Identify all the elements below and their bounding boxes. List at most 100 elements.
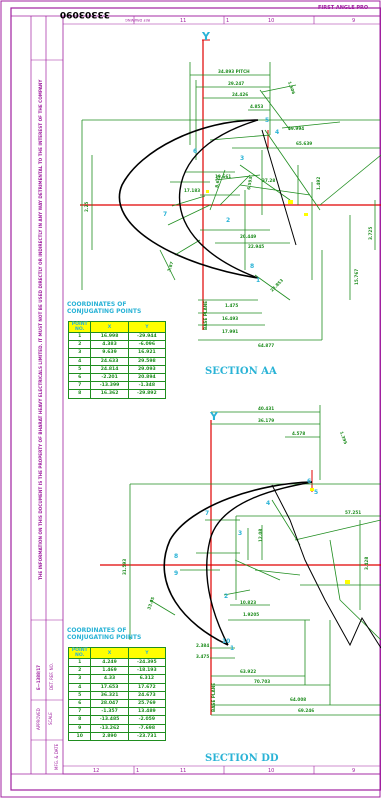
zone-label: 9	[352, 18, 355, 24]
dimension-text: 2.384	[196, 643, 209, 648]
point-label: 6	[193, 148, 197, 155]
dimension-text: 19.661	[215, 174, 231, 179]
dimension-text: 37.28	[262, 178, 275, 183]
dimension-text: 36.179	[258, 418, 274, 423]
dimension-text: 16.493	[222, 316, 238, 321]
coord-table-title-aa: COORDINATES OF CONJUGATING POINTS	[67, 301, 142, 315]
zone-label: 11	[180, 768, 186, 774]
zone-label: 12	[93, 768, 99, 774]
dimension-text: 33.05	[146, 596, 155, 610]
dimension-text: 64.877	[258, 343, 274, 348]
zone-label: 1	[136, 768, 139, 774]
table-row: 7-13.399-1.348	[67, 381, 167, 391]
dimension-text: 57.251	[345, 510, 361, 515]
table-row: 8-13.485-2.059	[67, 715, 167, 725]
point-label: 6	[307, 478, 311, 485]
zone-label: 10	[268, 768, 274, 774]
zone-label: 11	[180, 18, 186, 24]
point-label: 7	[163, 211, 167, 218]
side-note: APPROVED	[36, 708, 41, 730]
dimension-text: 17.183	[184, 188, 200, 193]
point-label: 2	[224, 593, 228, 600]
point-label: 3	[240, 155, 244, 162]
dimension-text: 3.428	[364, 557, 369, 570]
section-dd-title: SECTION DD	[205, 753, 279, 764]
dimension-text: 65.639	[296, 141, 312, 146]
dimension-text: 3.475	[196, 654, 209, 659]
point-label: 7	[205, 510, 209, 517]
blade-convex-profile	[118, 119, 259, 279]
point-label: 1	[230, 645, 234, 652]
dimension-text: 6.593	[246, 176, 253, 190]
dimension-text: 1.506	[287, 81, 296, 95]
point-label: 3	[238, 530, 242, 537]
dimension-text: 4.853	[250, 104, 263, 109]
dimension-text: 17.991	[222, 329, 238, 334]
point-label: 8	[250, 263, 254, 270]
base-plane-label: BASE PLANE	[203, 301, 208, 330]
dimension-text: 63.922	[240, 669, 256, 674]
revision-tag: DET. REF. NO.	[49, 663, 54, 690]
dimension-text: 31.593	[122, 559, 127, 575]
dimension-text: 59.994	[288, 126, 304, 131]
base-plane-label: BASE PLANE	[211, 683, 216, 712]
projection-label: FIRST ANGLE PRO	[318, 5, 368, 11]
y-axis-label: Y	[209, 410, 219, 423]
dimension-text: 69.246	[298, 708, 314, 713]
point-label: 1	[256, 277, 260, 284]
dimension-text: 29.247	[228, 81, 244, 86]
dimension-text: 3.725	[368, 227, 373, 240]
ref-drawing-label: REF DRAWING	[125, 18, 150, 22]
dimension-text: 1.475	[225, 303, 238, 308]
blade-convex-profile	[163, 481, 313, 646]
section-dd-drawing: 1 2 3 4 5 6 7 8 9 10 Y 40.431 36.179 4.5…	[100, 405, 381, 716]
section-aa-title: SECTION AA	[205, 366, 277, 377]
dimension-text: 20.449	[240, 234, 256, 239]
drawing-frame	[10, 7, 381, 791]
dimension-text: 1.9205	[243, 612, 259, 617]
confidential-notice: THE INFORMATION ON THIS DOCUMENT IS THE …	[38, 79, 43, 580]
dimension-text: 1.395	[339, 431, 348, 445]
point-label: 9	[174, 570, 178, 577]
revision-number: E—1388/17	[36, 665, 41, 690]
drawing-number: 33303090	[60, 9, 110, 19]
dimension-text: 4.578	[292, 431, 305, 436]
dimension-text: 15.767	[354, 269, 359, 285]
point-label: 4	[266, 500, 270, 507]
section-aa-drawing: 1 2 3 4 5 6 7 8 Y 34.893 PITCH 29.247 24…	[80, 30, 381, 348]
zone-label: 9	[352, 768, 355, 774]
dimension-text: 70.703	[254, 679, 270, 684]
dimension-text: 8.621	[214, 174, 221, 188]
dimension-text: 24.426	[232, 92, 248, 97]
blade-concave-profile	[178, 119, 259, 279]
point-label: 10	[222, 638, 230, 645]
point-label: 5	[265, 117, 269, 124]
zone-label: 1	[226, 18, 229, 24]
point-label: 4	[275, 129, 279, 136]
dimension-text: 22.945	[248, 244, 264, 249]
zone-label: 10	[268, 18, 274, 24]
table-row: 9-13.262-7.698	[67, 723, 167, 733]
point-label: 5	[314, 489, 318, 496]
point-label: 2	[226, 217, 230, 224]
side-note: MFG. & DATE	[54, 743, 59, 770]
dimension-text: 3.87	[166, 261, 174, 272]
dimension-text: 40.431	[258, 406, 274, 411]
